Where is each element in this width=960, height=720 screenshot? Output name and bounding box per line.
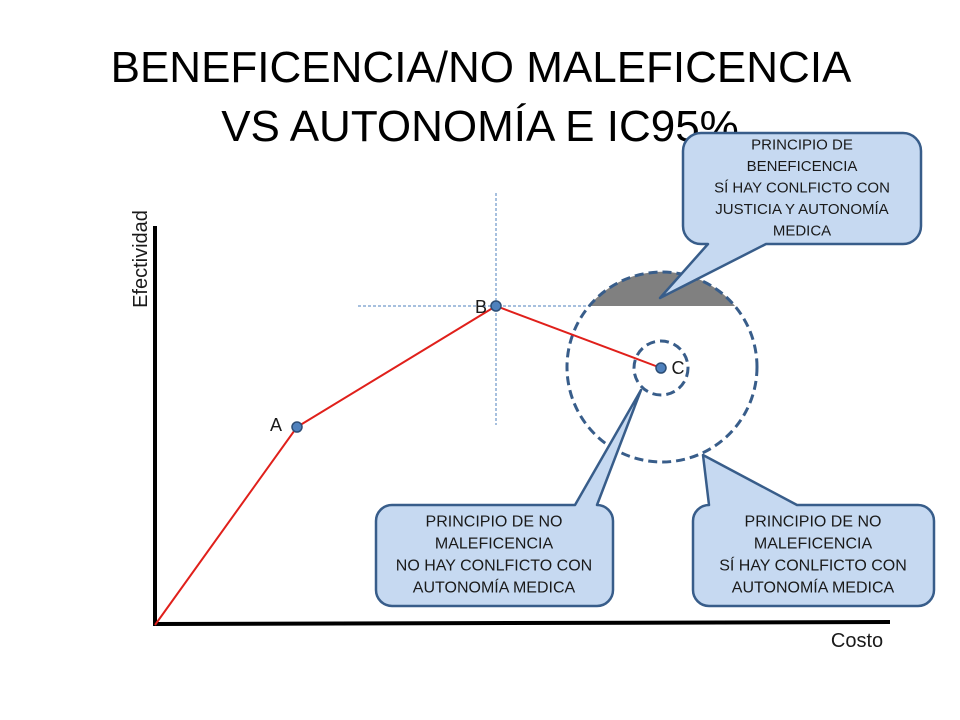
guide-lines	[358, 193, 589, 425]
callout-si-conflicto-line-4: AUTONOMÍA MEDICA	[732, 578, 895, 597]
large-interval-circle	[565, 270, 759, 464]
callout-beneficencia-bubble	[658, 131, 923, 300]
callout-no-conflicto-bubble	[374, 388, 643, 608]
point-b	[490, 300, 502, 312]
title-line-1: BENEFICENCIA/NO MALEFICENCIA	[111, 43, 852, 92]
callout-si-conflicto-line-2: MALEFICENCIA	[754, 536, 873, 553]
callout-beneficencia: PRINCIPIO DE BENEFICENCIA SÍ HAY CONLFIC…	[658, 131, 923, 300]
callout-no-conflicto-line-4: AUTONOMÍA MEDICA	[413, 578, 576, 597]
callout-si-conflicto-line-1: PRINCIPIO DE NO	[745, 514, 882, 531]
callout-no-conflicto-line-1: PRINCIPIO DE NO	[426, 514, 563, 531]
point-b-label: B	[475, 297, 487, 317]
axes: Efectividad Costo	[130, 210, 891, 652]
shaded-circle-segment	[589, 271, 735, 306]
callout-beneficencia-line-4: JUSTICIA Y AUTONOMÍA	[715, 201, 888, 218]
point-c	[655, 362, 667, 374]
points: A B C	[270, 297, 685, 435]
callout-beneficencia-line-3: SÍ HAY CONLFICTO CON	[714, 180, 890, 197]
callout-si-conflicto-bubble	[691, 453, 936, 608]
title-line-2: VS AUTONOMÍA E IC95%	[221, 102, 739, 151]
point-a-label: A	[270, 415, 282, 435]
callout-beneficencia-line-1: PRINCIPIO DE	[751, 137, 853, 154]
callout-no-maleficencia-si-conflicto: PRINCIPIO DE NO MALEFICENCIA SÍ HAY CONL…	[691, 453, 936, 608]
callout-beneficencia-line-5: MEDICA	[773, 223, 831, 240]
small-interval-circle	[632, 339, 690, 397]
callout-no-conflicto-line-2: MALEFICENCIA	[435, 536, 554, 553]
y-axis-label: Efectividad	[130, 210, 152, 308]
slide-title: BENEFICENCIA/NO MALEFICENCIA VS AUTONOMÍ…	[111, 43, 852, 151]
point-c-label: C	[672, 358, 685, 378]
callout-no-conflicto-line-3: NO HAY CONLFICTO CON	[396, 558, 592, 575]
cost-effectiveness-line	[154, 304, 662, 626]
x-axis-label: Costo	[831, 630, 883, 652]
x-axis	[152, 619, 891, 627]
callout-beneficencia-line-2: BENEFICENCIA	[747, 158, 858, 175]
callout-si-conflicto-line-3: SÍ HAY CONLFICTO CON	[719, 556, 907, 575]
callout-no-maleficencia-no-conflicto: PRINCIPIO DE NO MALEFICENCIA NO HAY CONL…	[374, 388, 643, 608]
point-a	[291, 421, 303, 433]
